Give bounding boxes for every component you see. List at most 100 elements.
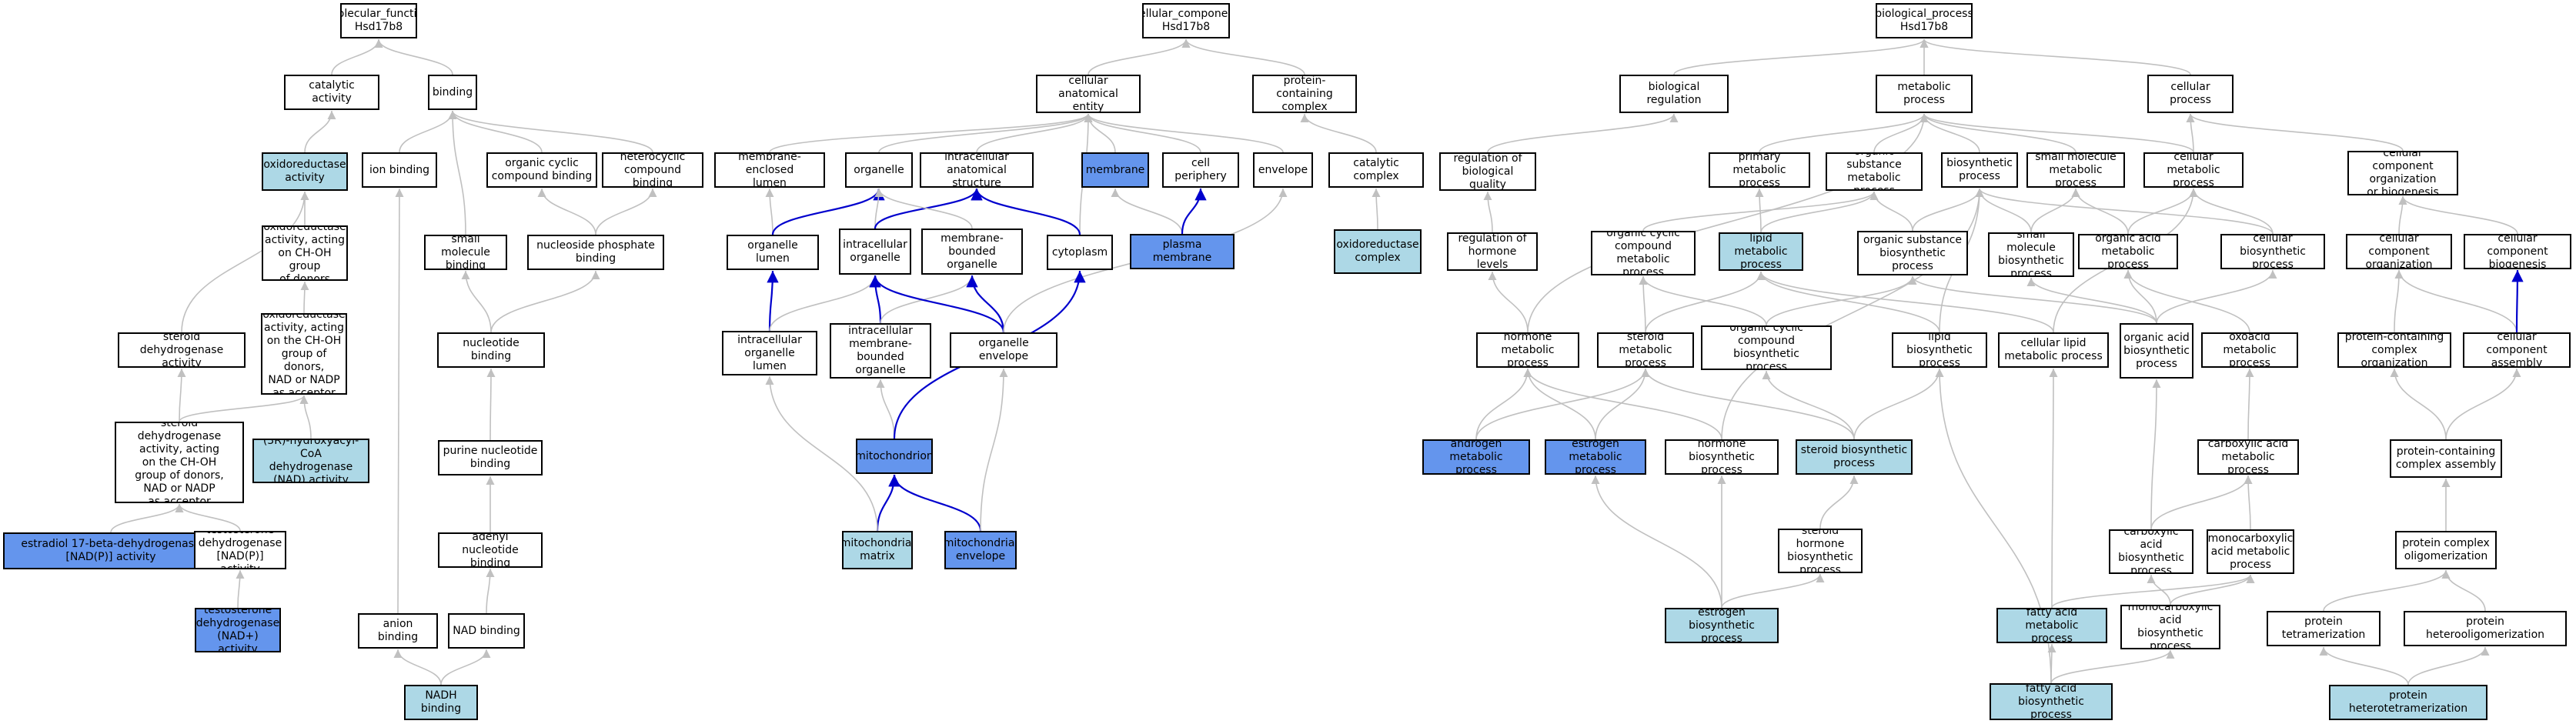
go-term-hetero-binding[interactable]: heterocyclic compound binding (602, 152, 703, 188)
go-term-cc-org-biogen[interactable]: cellular component organization or bioge… (2347, 151, 2458, 195)
go-term-mem-bounded[interactable]: membrane-bounded organelle (921, 229, 1023, 275)
go-term-fatty-acid-bio[interactable]: fatty acid biosynthetic process (1990, 683, 2113, 720)
go-term-cellular-proc[interactable]: cellular process (2147, 75, 2234, 113)
go-term-oxidoreductase[interactable]: oxidoreductase activity (262, 152, 348, 191)
go-term-steroid-hormone-bio[interactable]: steroid hormone biosynthetic process (1778, 529, 1863, 573)
go-term-intra-mem-bounded[interactable]: intracellular membrane-bounded organelle (830, 323, 931, 379)
go-term-cell-periphery[interactable]: cell periphery (1162, 152, 1239, 188)
go-term-cae[interactable]: cellular anatomical entity (1036, 75, 1141, 113)
go-term-steroid-met[interactable]: steroid metabolic process (1597, 332, 1694, 368)
go-term-fatty-acid-met[interactable]: fatty acid metabolic process (1996, 608, 2107, 643)
go-term-intra-org-lumen[interactable]: intracellular organelle lumen (722, 331, 817, 375)
go-term-organelle-lumen[interactable]: organelle lumen (727, 235, 819, 270)
go-term-monocarboxylic-bio[interactable]: monocarboxylic acid biosynthetic process (2120, 605, 2220, 649)
go-term-org-sub-met[interactable]: organic substance metabolic process (1826, 152, 1923, 191)
go-term-org-cyclic-bio[interactable]: organic cyclic compound biosynthetic pro… (1701, 325, 1832, 370)
go-term-mem-enclosed[interactable]: membrane-enclosed lumen (714, 152, 825, 188)
go-term-cytoplasm[interactable]: cytoplasm (1047, 235, 1113, 270)
go-term-purine-binding[interactable]: purine nucleotide binding (438, 440, 543, 475)
go-term-org-acid-bio[interactable]: organic acid biosynthetic process (2120, 323, 2193, 379)
go-term-oxido-complex[interactable]: oxidoreductase complex (1334, 229, 1422, 274)
go-term-prot-tetramer[interactable]: protein tetramerization (2267, 611, 2381, 646)
go-term-bio-reg[interactable]: biological regulation (1619, 75, 1729, 113)
go-term-org-acid-met[interactable]: organic acid metabolic process (2078, 234, 2178, 269)
go-term-reg-hormone[interactable]: regulation of hormone levels (1447, 232, 1538, 271)
go-term-prot-heterooligo[interactable]: protein heterooligomerization (2404, 611, 2567, 646)
go-term-ion-binding[interactable]: ion binding (362, 152, 437, 188)
go-term-nad-binding[interactable]: NAD binding (448, 613, 525, 649)
go-term-plasma-membrane[interactable]: plasma membrane (1130, 234, 1235, 269)
edge-steroid-met-to-org-cyclic-met (1639, 275, 1648, 333)
go-term-prot-complex-asm[interactable]: protein-containing complex assembly (2390, 439, 2502, 478)
go-term-estrogen-bio[interactable]: estrogen biosynthetic process (1665, 608, 1779, 643)
go-term-hormone-met[interactable]: hormone metabolic process (1476, 332, 1579, 368)
go-term-oxoacid-met[interactable]: oxoacid metabolic process (2201, 332, 2298, 368)
go-term-intra-anat[interactable]: intracellular anatomical structure (920, 152, 1034, 188)
go-term-cc-root[interactable]: cellular_component Hsd17b8 (1142, 3, 1230, 38)
go-term-cellular-bio[interactable]: cellular biosynthetic process (2220, 234, 2325, 269)
go-term-hydroxyacyl[interactable]: (3R)-hydroxyacyl-CoA dehydrogenase (NAD)… (252, 439, 369, 483)
go-term-membrane[interactable]: membrane (1081, 152, 1149, 188)
go-term-carboxylic-bio[interactable]: carboxylic acid biosynthetic process (2109, 529, 2193, 574)
go-term-lipid-met[interactable]: lipid metabolic process (1719, 232, 1803, 271)
go-term-steroid-dehyd-nad[interactable]: steroid dehydrogenase activity, acting o… (115, 422, 244, 503)
go-term-catalytic[interactable]: catalytic activity (284, 75, 379, 110)
go-term-mito-matrix[interactable]: mitochondrial matrix (842, 531, 913, 569)
go-term-carboxylic-met[interactable]: carboxylic acid metabolic process (2197, 439, 2299, 475)
go-term-org-cyclic-met[interactable]: organic cyclic compound metabolic proces… (1591, 231, 1696, 275)
edge-cytoplasm-to-intra-anat (971, 188, 1081, 235)
go-term-oxido-nad[interactable]: oxidoreductase activity, acting on the C… (261, 313, 347, 395)
go-term-estradiol[interactable]: estradiol 17-beta-dehydrogenase [NAD(P)]… (3, 532, 219, 569)
go-term-prot-complex-olig[interactable]: protein complex oligomerization (2395, 531, 2497, 569)
go-term-small-mol-binding[interactable]: small molecule binding (424, 235, 507, 270)
go-term-primary-met[interactable]: primary metabolic process (1709, 152, 1810, 188)
go-term-steroid-dehyd[interactable]: steroid dehydrogenase activity (118, 332, 246, 368)
go-term-prot-heterotetramer[interactable]: protein heterotetramerization (2329, 685, 2487, 720)
go-term-cellular-met[interactable]: cellular metabolic process (2143, 152, 2244, 188)
go-term-intra-organelle[interactable]: intracellular organelle (839, 229, 911, 275)
edge-plasma-membrane-to-membrane (1111, 188, 1183, 235)
go-term-catalytic-complex[interactable]: catalytic complex (1328, 152, 1424, 188)
go-term-cc-assembly[interactable]: cellular component assembly (2463, 332, 2571, 368)
go-term-org-cyclic-binding[interactable]: organic cyclic compound binding (486, 152, 597, 188)
go-term-cc-org[interactable]: cellular component organization (2346, 234, 2452, 269)
go-term-nucleotide-binding[interactable]: nucleotide binding (437, 332, 545, 368)
go-term-organelle-env[interactable]: organelle envelope (950, 332, 1057, 368)
go-term-mitochondrion[interactable]: mitochondrion (856, 439, 933, 474)
go-term-testo-nad[interactable]: testosterone dehydrogenase (NAD+) activi… (195, 608, 281, 652)
go-term-organelle[interactable]: organelle (845, 152, 913, 188)
go-term-oxido-choh[interactable]: oxidoreductase activity, acting on CH-OH… (262, 225, 348, 281)
go-term-metabolic[interactable]: metabolic process (1876, 75, 1973, 113)
edge-carboxylic-bio-to-org-acid-bio (2150, 379, 2161, 530)
go-term-reg-bio-quality[interactable]: regulation of biological quality (1439, 152, 1536, 191)
go-term-nadh-binding[interactable]: NADH binding (404, 685, 478, 720)
go-term-androgen-met[interactable]: androgen metabolic process (1422, 439, 1530, 475)
go-term-org-sub-bio[interactable]: organic substance biosynthetic process (1857, 231, 1968, 275)
go-term-testo-nadp[interactable]: testosterone dehydrogenase [NAD(P)] acti… (194, 531, 286, 569)
go-term-biosynthetic[interactable]: biosynthetic process (1941, 152, 2018, 188)
go-term-bp-root[interactable]: biological_process Hsd17b8 (1876, 3, 1973, 38)
go-term-adenyl-binding[interactable]: adenyl nucleotide binding (438, 532, 543, 568)
go-term-anion-binding[interactable]: anion binding (358, 613, 438, 649)
go-term-mf-root[interactable]: molecular_function Hsd17b8 (340, 3, 417, 38)
go-term-monocarboxylic-met[interactable]: monocarboxylic acid metabolic process (2207, 529, 2294, 574)
go-term-prot-complex[interactable]: protein-containing complex (1252, 75, 1357, 113)
edge-org-acid-bio-to-cellular-bio (2156, 269, 2277, 324)
edge-estradiol-to-steroid-dehyd-nad (110, 503, 184, 533)
go-term-mito-env[interactable]: mitochondrial envelope (944, 531, 1017, 569)
edge-catalytic-to-mf-root (331, 38, 383, 75)
go-term-steroid-bio[interactable]: steroid biosynthetic process (1796, 439, 1913, 475)
go-term-small-mol-met[interactable]: small molecule metabolic process (2026, 152, 2125, 188)
go-term-envelope[interactable]: envelope (1253, 152, 1313, 188)
go-term-lipid-bio[interactable]: lipid biosynthetic process (1892, 332, 1987, 368)
go-term-hormone-bio[interactable]: hormone biosynthetic process (1665, 439, 1779, 475)
go-term-cell-lipid-met[interactable]: cellular lipid metabolic process (1998, 332, 2109, 368)
go-term-estrogen-met[interactable]: estrogen metabolic process (1545, 439, 1646, 475)
go-term-small-mol-bio[interactable]: small molecule biosynthetic process (1988, 232, 2074, 277)
go-term-nucleoside-phos-binding[interactable]: nucleoside phosphate binding (527, 235, 664, 270)
go-term-cc-biogen[interactable]: cellular component biogenesis (2464, 234, 2571, 269)
edge-bio-reg-to-bp-root (1673, 38, 1929, 75)
go-term-binding[interactable]: binding (428, 75, 477, 110)
go-term-prot-complex-org[interactable]: protein-containing complex organization (2337, 332, 2451, 368)
edge-org-acid-met-to-cellular-met (2127, 188, 2198, 235)
